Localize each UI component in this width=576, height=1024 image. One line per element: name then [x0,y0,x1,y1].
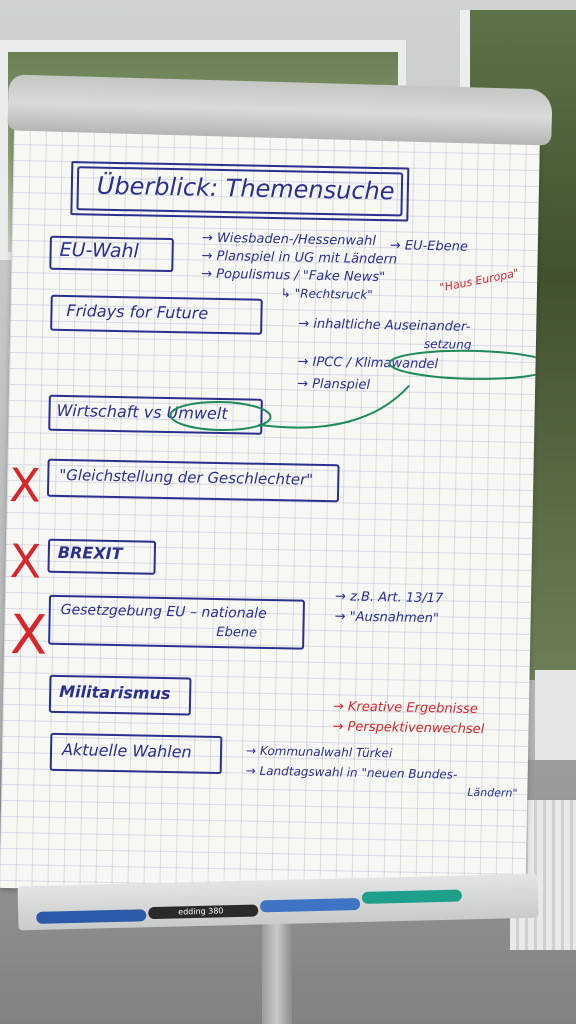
topic-gesetzgebung: Gesetzgebung EU – nationale [60,601,267,622]
topic-gesetzgebung-ebene: Ebene [216,624,258,641]
note-art-13-17: → z.B. Art. 13/17 [334,589,444,607]
note-perspektivenwechsel: → Perspektivenwechsel [332,719,485,738]
green-connector [169,349,540,432]
marker-blue-2[interactable] [259,897,361,913]
cross-brexit: X [9,534,42,589]
note-kreative-ergebnisse: → Kreative Ergebnisse [332,699,478,718]
green-circle-klimawandel [388,349,540,380]
green-link-line [258,384,410,429]
marker-blue-1[interactable] [36,909,147,924]
marker-black[interactable]: edding 380 [148,904,259,920]
note-kommunalwahl-tuerkei: → Kommunalwahl Türkei [245,743,393,761]
flipchart-stand-leg [262,905,292,1024]
marker-brand-label: edding 380 [178,906,224,917]
note-ausnahmen: → "Ausnahmen" [334,609,440,627]
topic-brexit: BREXIT [57,542,123,564]
note-laendern: Ländern" [467,785,518,800]
flipchart-paper: Überblick: Themensuche EU-Wahl → Wiesbad… [0,128,540,898]
cross-gleichstellung: X [8,457,42,513]
marker-green[interactable] [361,889,463,904]
topic-aktuelle-wahlen: Aktuelle Wahlen [61,740,192,762]
topic-militarismus: Militarismus [59,681,171,704]
green-circle-umwelt [169,400,272,432]
cross-gesetzgebung: X [9,603,48,667]
